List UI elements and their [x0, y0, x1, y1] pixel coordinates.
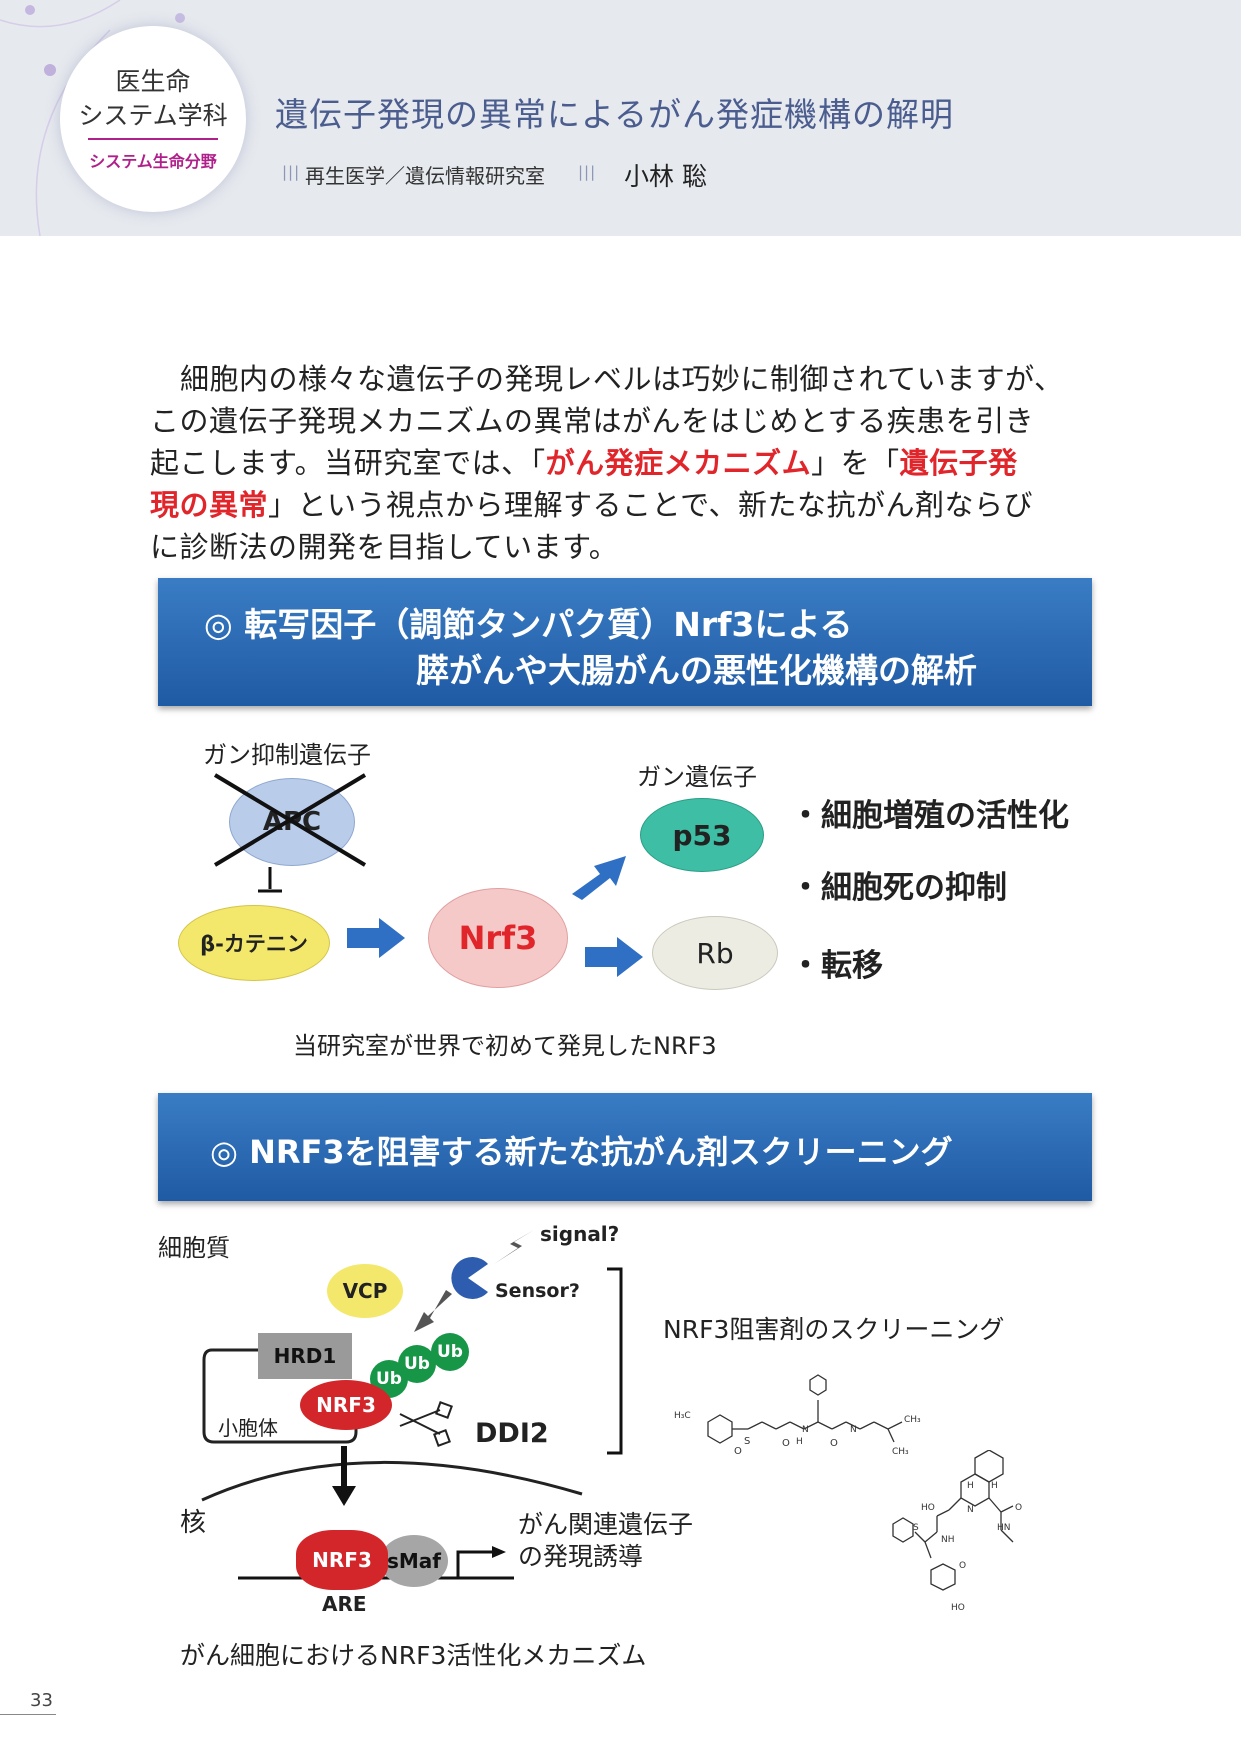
intro-text: 起こします。当研究室では、「 — [150, 446, 546, 480]
chem-h3c-label: H₃C — [674, 1411, 691, 1421]
emphasis-abnormality: 現の異常 — [150, 488, 269, 522]
nucleus-label: 核 — [180, 1508, 207, 1538]
arrow-down-icon — [332, 1446, 356, 1506]
badge-line-1: 医生命 — [115, 67, 191, 96]
bullet-apoptosis: ・細胞死の抑制 — [790, 870, 1007, 906]
chem-nh-label: NH — [941, 1535, 955, 1545]
bracket-icon — [607, 1267, 623, 1455]
vcp-node: VCP — [327, 1264, 403, 1318]
ub-node: Ub — [431, 1333, 469, 1371]
nrf3-protein: NRF3 — [300, 1380, 392, 1430]
section2-banner-text: ◎ NRF3を阻害する新たな抗がん剤スクリーニング — [210, 1133, 953, 1171]
scissors-icon — [399, 1401, 453, 1447]
gene-induction-line-2: の発現誘導 — [518, 1542, 644, 1571]
chem-h-label: H — [796, 1437, 803, 1447]
lab-mark-left: ||| — [282, 163, 301, 181]
intro-line-5: に診断法の開発を目指しています。 — [150, 530, 619, 564]
chem-n-label: N — [850, 1425, 857, 1435]
ddi2-label: DDI2 — [475, 1418, 549, 1449]
chem-s-label: S — [744, 1436, 750, 1447]
gene-induction-line-1: がん関連遺伝子 — [518, 1510, 694, 1539]
inhibition-symbol — [258, 867, 282, 893]
chem-o-label: O — [734, 1446, 742, 1457]
chem-o-label: O — [782, 1438, 790, 1449]
p53-node: p53 — [640, 798, 764, 872]
chemical-structure-1: H₃C S O O H N O N CH₃ CH₃ — [674, 1374, 921, 1457]
chem-ho-label: HO — [951, 1603, 965, 1613]
intro-text: 」という視点から理解することで、新たな抗がん剤ならび — [268, 488, 1033, 522]
emphasis-gene-expression: 遺伝子発 — [899, 446, 1018, 480]
page-title: 遺伝子発現の異常によるがん発症機構の解明 — [275, 95, 955, 134]
hrd1-node: HRD1 — [258, 1333, 352, 1379]
lab-name: 再生医学／遺伝情報研究室 — [305, 164, 545, 188]
chem-o-label: O — [1015, 1503, 1022, 1513]
footer-rule — [0, 1714, 56, 1715]
arrow-right-icon — [585, 937, 643, 977]
ub-node: Ub — [398, 1345, 436, 1383]
suppressor-gene-label: ガン抑制遺伝子 — [203, 741, 371, 769]
chemical-structure-2: H H N HO O NH HN S O HO — [892, 1450, 1022, 1613]
arrow-up-right-icon — [572, 856, 626, 900]
arrow-right-icon — [347, 918, 405, 958]
chem-o-label: O — [830, 1438, 838, 1449]
cytoplasm-label: 細胞質 — [158, 1234, 230, 1262]
department-badge: 医生命 システム学科 システム生命分野 — [60, 26, 246, 212]
sensor-label: Sensor? — [495, 1280, 580, 1302]
are-label: ARE — [322, 1592, 367, 1616]
chem-n-label: N — [967, 1505, 974, 1515]
badge-divider — [88, 138, 218, 140]
rb-node: Rb — [652, 916, 778, 990]
badge-line-2: システム学科 — [78, 101, 228, 130]
lab-mark-right: ||| — [578, 163, 597, 181]
chem-o-label: O — [959, 1561, 966, 1571]
section1-caption: 当研究室が世界で初めて発見したNRF3 — [293, 1032, 717, 1060]
chem-h-label: H — [991, 1481, 998, 1491]
chem-s-label: S — [913, 1523, 919, 1533]
chem-ch3-label: CH₃ — [904, 1415, 921, 1425]
intro-line-1: 細胞内の様々な遺伝子の発現レベルは巧妙に制御されていますが、 — [180, 362, 1064, 396]
page-number: 33 — [30, 1690, 53, 1711]
er-outline — [202, 1348, 358, 1444]
bullet-proliferation: ・細胞増殖の活性化 — [790, 798, 1069, 834]
signal-label: signal? — [540, 1222, 620, 1246]
er-label: 小胞体 — [218, 1416, 278, 1440]
emphasis-cancer-mechanism: がん発症メカニズム — [545, 446, 812, 480]
author-name: 小林 聡 — [624, 162, 707, 191]
smaf-protein: sMaf — [380, 1535, 448, 1587]
intro-line-2: この遺伝子発現メカニズムの異常はがんをはじめとする疾患を引き — [150, 404, 1035, 438]
beta-catenin-node: β-カテニン — [178, 905, 330, 981]
chem-n-label: N — [802, 1425, 809, 1435]
lightning-icon — [494, 1230, 534, 1264]
section1-banner-line-2: 膵がんや大腸がんの悪性化機構の解析 — [416, 651, 977, 690]
apc-knockout-cross — [213, 773, 367, 867]
bullet-metastasis: ・転移 — [790, 948, 883, 984]
section1-banner-line-1: ◎ 転写因子（調節タンパク質）Nrf3による — [204, 605, 853, 644]
chem-ch3-label: CH₃ — [892, 1447, 909, 1457]
section2-caption: がん細胞におけるNRF3活性化メカニズム — [180, 1641, 647, 1670]
intro-text: 」を「 — [811, 446, 900, 480]
screening-label: NRF3阻害剤のスクリーニング — [663, 1315, 1005, 1344]
oncogene-label: ガン遺伝子 — [637, 763, 757, 791]
chem-ho-label: HO — [921, 1503, 935, 1513]
intro-line-4: 現の異常」という視点から理解することで、新たな抗がん剤ならび — [150, 482, 1033, 524]
sensor-icon — [451, 1257, 488, 1299]
nuclear-membrane — [201, 1461, 583, 1502]
badge-field: システム生命分野 — [89, 152, 217, 171]
section1-banner: ◎ 転写因子（調節タンパク質）Nrf3による 膵がんや大腸がんの悪性化機構の解析 — [158, 578, 1092, 706]
nrf3-node: Nrf3 — [428, 888, 568, 988]
chem-hn-label: HN — [997, 1523, 1011, 1533]
intro-line-3: 起こします。当研究室では、「がん発症メカニズム」を「遺伝子発 — [150, 440, 1018, 482]
chem-h-label: H — [967, 1481, 974, 1491]
arrow-down-left-icon — [414, 1290, 452, 1332]
section2-banner: ◎ NRF3を阻害する新たな抗がん剤スクリーニング — [158, 1093, 1092, 1201]
nrf3-protein-nuclear: NRF3 — [296, 1530, 388, 1590]
